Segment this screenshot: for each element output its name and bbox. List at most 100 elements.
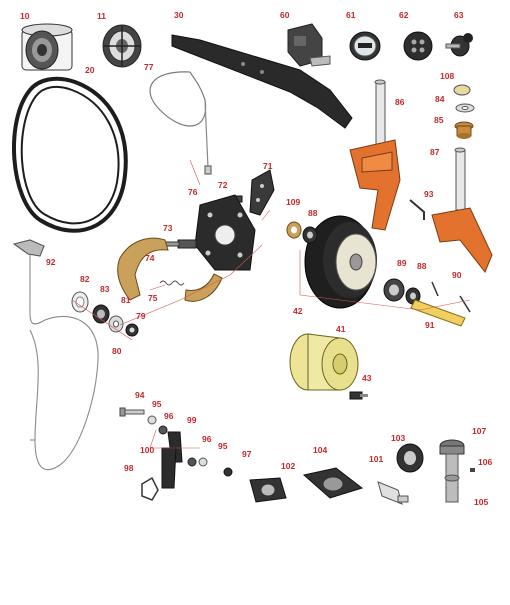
callout-91: 91 <box>425 320 435 330</box>
callout-106: 106 <box>478 457 493 467</box>
callout-81: 81 <box>121 295 131 305</box>
lock-nut-part <box>125 323 139 337</box>
callout-43: 43 <box>362 373 372 383</box>
caster-wheel-part <box>304 215 377 309</box>
axle-part <box>410 299 466 327</box>
caster-fork-right-part <box>431 147 493 273</box>
callout-74: 74 <box>145 253 155 263</box>
callout-30: 30 <box>174 10 184 20</box>
callout-96-lower: 96 <box>202 434 212 444</box>
leader-lines <box>71 159 471 449</box>
callout-97: 97 <box>242 449 252 459</box>
hex-key-part <box>409 199 425 220</box>
brake-spring-part <box>159 280 185 286</box>
brake-arm-part <box>249 169 275 216</box>
callout-89: 89 <box>397 258 407 268</box>
callout-87: 87 <box>430 147 440 157</box>
callout-88-upper: 88 <box>308 208 318 218</box>
callout-20: 20 <box>85 65 95 75</box>
spindle-clip-part <box>453 84 471 96</box>
brake-backing-plate-part <box>194 194 256 271</box>
callout-93: 93 <box>424 189 434 199</box>
cotter-pin-part <box>431 281 471 313</box>
bushing-top-part <box>158 425 168 435</box>
wheel-bearing-left-part <box>302 226 318 244</box>
callout-63: 63 <box>454 10 464 20</box>
bearing-part <box>92 304 110 324</box>
callout-82: 82 <box>80 274 90 284</box>
callout-94: 94 <box>135 390 145 400</box>
callout-62: 62 <box>399 10 409 20</box>
callout-41: 41 <box>336 324 346 334</box>
latch-plate-part <box>161 431 183 489</box>
callout-88-lower: 88 <box>417 261 427 271</box>
roller-bearing-part <box>383 278 405 302</box>
wheel-rim-part <box>289 333 359 391</box>
callout-84: 84 <box>435 94 445 104</box>
brake-cam-part <box>164 239 197 249</box>
mower-blade-part <box>171 34 353 129</box>
callout-95-lower: 95 <box>218 441 228 451</box>
callout-72: 72 <box>218 180 228 190</box>
callout-83: 83 <box>100 284 110 294</box>
carriage-bolt-part <box>119 407 145 417</box>
hydraulic-filter-part <box>102 24 142 68</box>
callout-71: 71 <box>263 161 273 171</box>
callout-99: 99 <box>187 415 197 425</box>
callout-109: 109 <box>286 197 301 207</box>
drive-belt-part <box>12 76 128 233</box>
callout-77: 77 <box>144 62 154 72</box>
four-bolt-flange-bearing-part <box>302 467 364 499</box>
safety-switch-part <box>287 23 331 67</box>
brake-shoe-part <box>117 237 223 302</box>
bushing-bottom-part <box>187 457 197 467</box>
callout-95-upper: 95 <box>152 399 162 409</box>
callout-73: 73 <box>163 223 173 233</box>
callout-76: 76 <box>188 187 198 197</box>
callout-102: 102 <box>281 461 296 471</box>
callout-85: 85 <box>434 115 444 125</box>
callout-61: 61 <box>346 10 356 20</box>
callout-107: 107 <box>472 426 487 436</box>
callout-98: 98 <box>124 463 134 473</box>
callout-60: 60 <box>280 10 290 20</box>
spindle-key-part <box>470 468 475 472</box>
callout-100: 100 <box>140 445 155 455</box>
callout-96-upper: 96 <box>164 411 174 421</box>
callout-108: 108 <box>440 71 455 81</box>
callout-75: 75 <box>148 293 158 303</box>
flat-washer-top-part <box>147 415 157 425</box>
callout-11: 11 <box>97 11 106 21</box>
spindle-shaft-part <box>444 453 460 503</box>
callout-80: 80 <box>112 346 122 356</box>
two-bolt-flange-bearing-part <box>249 477 287 503</box>
brake-cable-part <box>12 239 99 471</box>
flange-bushing-part <box>454 121 474 139</box>
seal-part <box>71 291 89 313</box>
callout-92: 92 <box>46 257 56 267</box>
hair-pin-clip-part <box>141 476 159 501</box>
oil-filter-part <box>21 23 73 71</box>
callout-86: 86 <box>395 97 405 107</box>
callout-42: 42 <box>293 306 303 316</box>
hour-meter-part <box>349 31 381 61</box>
lock-nut-small-part <box>223 467 233 477</box>
callout-105: 105 <box>474 497 489 507</box>
spindle-housing-part <box>439 439 465 455</box>
callout-10: 10 <box>20 11 30 21</box>
caster-fork-left-part <box>349 79 401 231</box>
callout-90: 90 <box>452 270 462 280</box>
ball-bearing-part <box>396 443 424 473</box>
flat-washer-bottom-part <box>198 457 208 467</box>
ignition-key-part <box>445 33 473 57</box>
wheel-bolt-part <box>349 391 368 400</box>
callout-104: 104 <box>313 445 328 455</box>
callout-103: 103 <box>391 433 406 443</box>
thrust-washer-part <box>455 103 475 113</box>
throttle-cable-part <box>149 71 212 175</box>
ignition-switch-part <box>403 31 433 61</box>
drive-shaft-part <box>377 481 409 505</box>
callout-79: 79 <box>136 311 146 321</box>
